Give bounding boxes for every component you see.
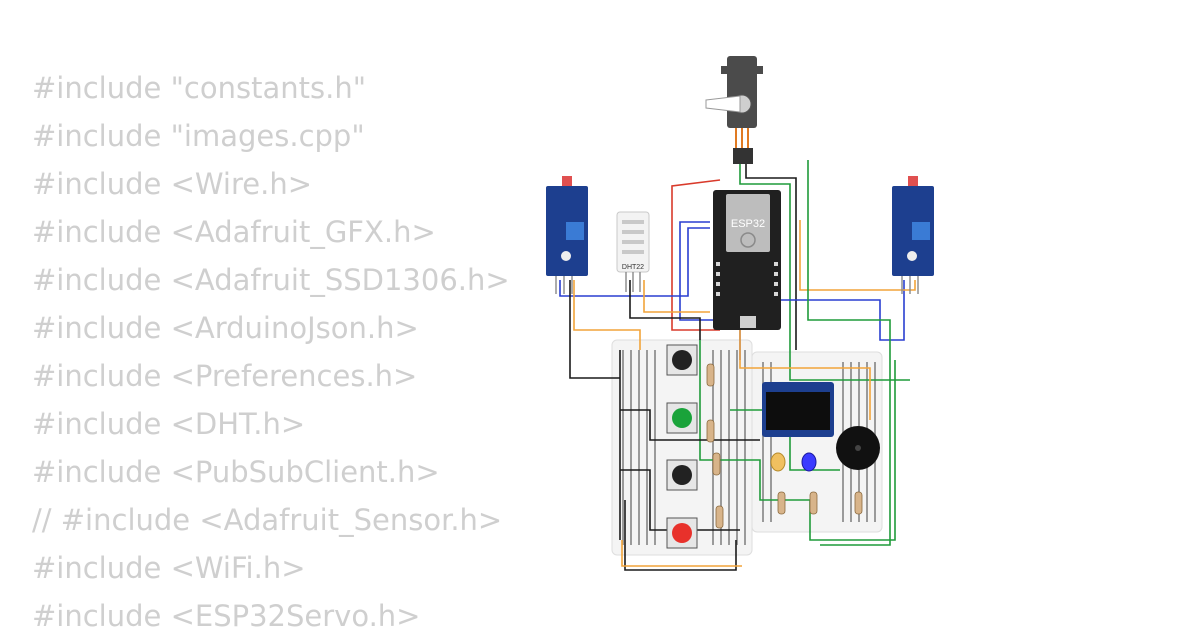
led-icon: [770, 452, 817, 472]
pushbutton-icon: [666, 402, 698, 434]
code-line: #include <Wire.h>: [32, 167, 313, 201]
code-line: #include <Preferences.h>: [32, 359, 418, 393]
oled-display-icon: [762, 382, 834, 437]
ldr-sensor-icon: [546, 176, 588, 294]
buzzer-icon: [836, 426, 880, 470]
code-line: #include <PubSubClient.h>: [32, 455, 440, 489]
dht22-label: DHT22: [622, 264, 644, 271]
circuit-diagram: ESP32 DHT22: [546, 56, 934, 571]
dht22-icon: DHT22: [616, 211, 650, 292]
code-line: #include <Adafruit_SSD1306.h>: [32, 263, 510, 297]
code-line: // #include <Adafruit_Sensor.h>: [32, 503, 503, 537]
code-line: #include <Adafruit_GFX.h>: [32, 215, 436, 249]
code-line: #include "images.cpp": [32, 119, 365, 153]
servo-icon: [705, 56, 763, 164]
ldr-sensor-icon: [892, 176, 934, 294]
esp32-icon: ESP32: [713, 190, 781, 330]
code-line: #include <ESP32Servo.h>: [32, 599, 421, 633]
code-line: #include <WiFi.h>: [32, 551, 306, 585]
esp32-label: ESP32: [731, 218, 765, 230]
code-snippet: #include "constants.h" #include "images.…: [32, 64, 532, 640]
code-line: #include "constants.h": [32, 71, 367, 105]
pushbutton-icon: [666, 459, 698, 491]
code-line: #include <DHT.h>: [32, 407, 306, 441]
pushbutton-icon: [666, 344, 698, 376]
pushbutton-icon: [666, 517, 698, 549]
resistor-icon: [706, 363, 863, 529]
code-line: #include <ArduinoJson.h>: [32, 311, 419, 345]
